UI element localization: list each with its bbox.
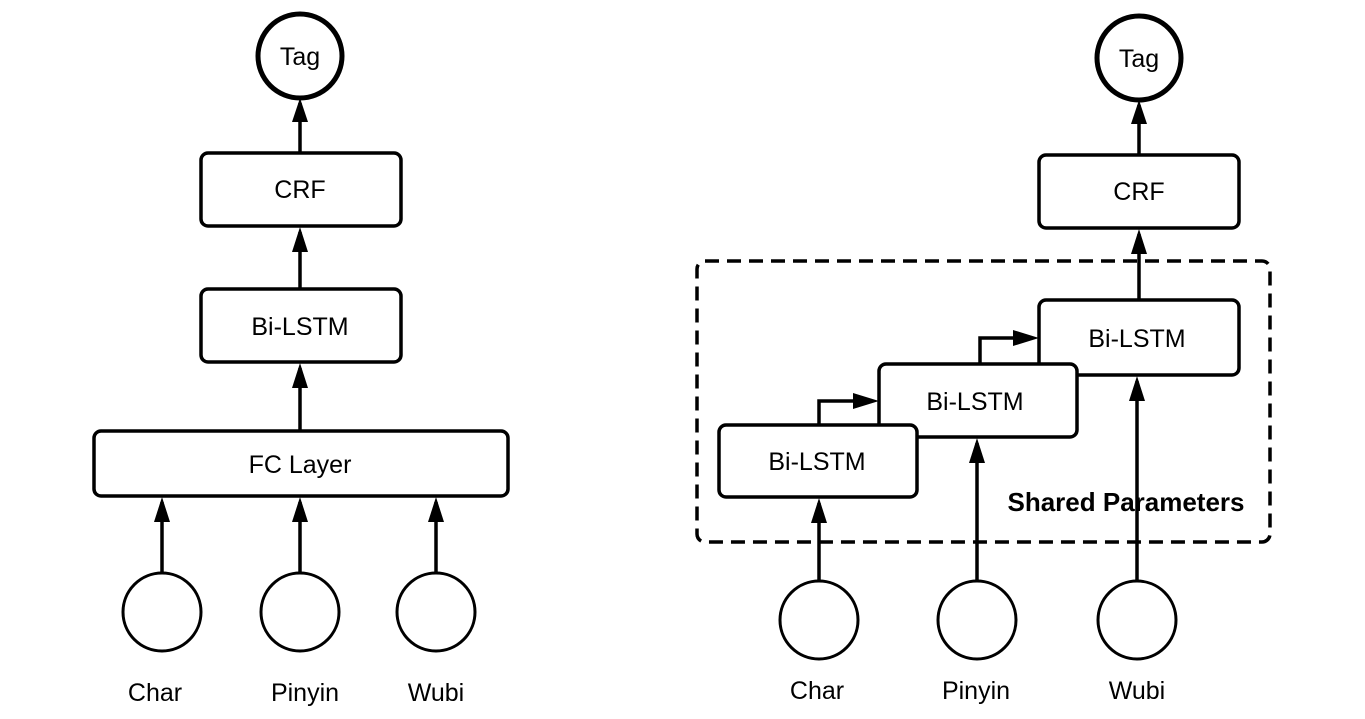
- right-crf-box: [1037, 153, 1241, 230]
- right-tag-label: Tag: [1119, 45, 1159, 73]
- left-fc-box: [92, 429, 510, 498]
- left-tag-label: Tag: [280, 43, 320, 71]
- shared-parameters-region: [695, 259, 1272, 544]
- right-arrowhead-wubi-bilstm3: [1129, 376, 1145, 401]
- right-wubi-node: [1096, 579, 1178, 661]
- right-arrowhead-pinyin-bilstm2: [969, 438, 985, 463]
- left-bilstm-label: Bi-LSTM: [251, 313, 348, 341]
- left-char-node: [121, 571, 203, 653]
- left-crf-label: CRF: [274, 176, 325, 204]
- left-arrowhead-bilstm-crf: [292, 227, 308, 252]
- right-pinyin-node: [936, 579, 1018, 661]
- left-pinyin-label: Pinyin: [271, 679, 339, 707]
- left-arrowhead-wubi-fc: [428, 497, 444, 522]
- left-arrowhead-crf-tag: [292, 98, 308, 122]
- right-bilstm1-label: Bi-LSTM: [768, 448, 865, 476]
- right-pinyin-label: Pinyin: [942, 677, 1010, 705]
- left-arrowhead-pinyin-fc: [292, 497, 308, 522]
- left-fc-label: FC Layer: [249, 451, 352, 479]
- right-arrowhead-char-bilstm1: [811, 498, 827, 523]
- right-connector-bilstm2-bilstm3: [978, 336, 1018, 364]
- right-bilstm2-box: [877, 362, 1079, 439]
- right-bilstm3-box: [1037, 298, 1241, 377]
- right-char-label: Char: [790, 677, 844, 705]
- right-connector-bilstm1-bilstm2: [817, 399, 858, 425]
- left-bilstm-box: [199, 287, 403, 364]
- left-char-label: Char: [128, 679, 182, 707]
- left-wubi-node: [395, 571, 477, 653]
- right-bilstm3-label: Bi-LSTM: [1088, 325, 1185, 353]
- right-crf-label: CRF: [1113, 178, 1164, 206]
- right-arrowhead-bilstm3-crf: [1131, 229, 1147, 254]
- right-bilstm2-label: Bi-LSTM: [926, 388, 1023, 416]
- left-wubi-label: Wubi: [408, 679, 465, 707]
- right-char-node: [778, 579, 860, 661]
- right-arrowhead-bilstm1-bilstm2: [853, 393, 879, 409]
- left-crf-box: [199, 151, 403, 228]
- left-arrowhead-fc-bilstm: [292, 363, 308, 388]
- left-diagram: Tag CRF Bi-LSTM FC Layer Char Pinyin: [92, 11, 510, 707]
- left-arrowhead-char-fc: [154, 497, 170, 522]
- right-wubi-label: Wubi: [1109, 677, 1166, 705]
- shared-parameters-label: Shared Parameters: [1007, 487, 1244, 517]
- right-diagram: Tag CRF Shared Parameters Bi-LSTM Bi-LST…: [695, 13, 1272, 705]
- right-arrowhead-crf-tag: [1131, 100, 1147, 124]
- left-pinyin-node: [259, 571, 341, 653]
- right-arrowhead-bilstm2-bilstm3: [1013, 330, 1039, 346]
